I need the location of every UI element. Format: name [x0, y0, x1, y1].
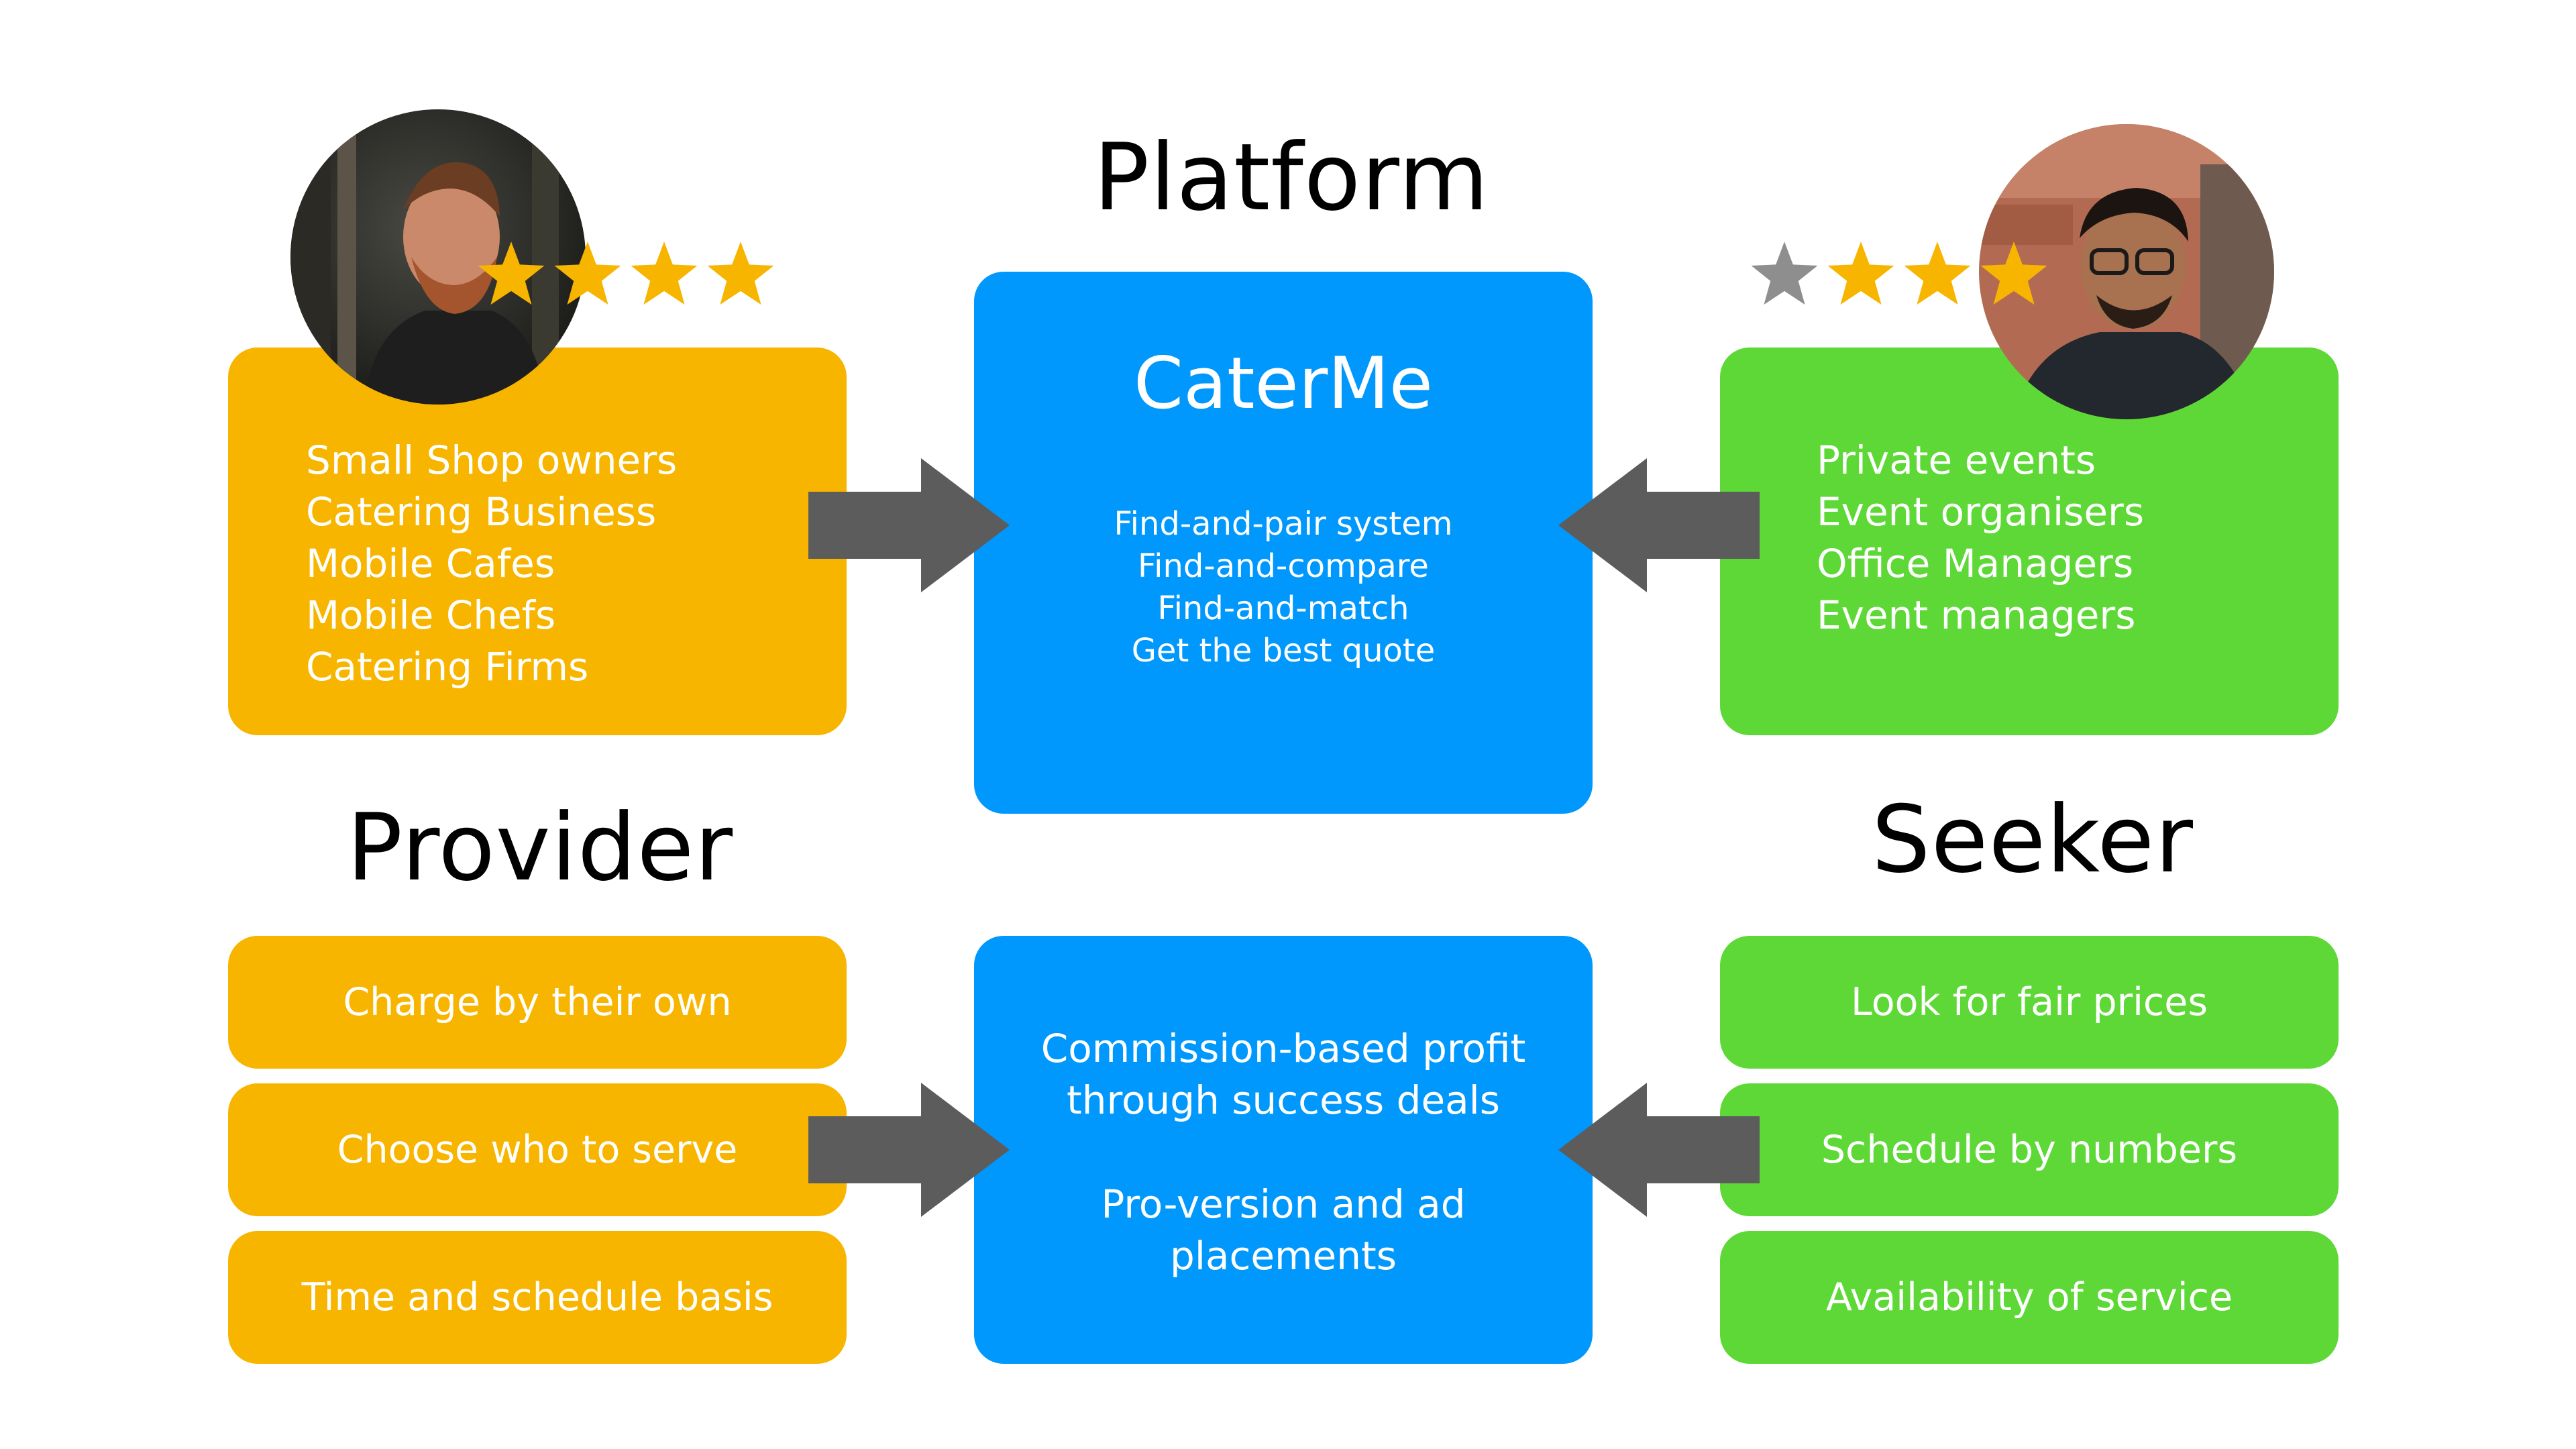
list-item: Mobile Chefs	[306, 592, 556, 638]
pill-label: Look for fair prices	[1850, 980, 2208, 1024]
seeker-to-platform-arrow	[1558, 458, 1760, 592]
list-item: Catering Business	[306, 489, 657, 535]
platform-name: CaterMe	[1134, 342, 1433, 425]
seeker-benefit-pill: Look for fair prices	[1720, 936, 2339, 1069]
provider-benefit-pill: Charge by their own	[228, 936, 847, 1069]
list-item: Small Shop owners	[306, 437, 678, 483]
provider-rating-stars	[476, 240, 782, 310]
provider-to-revenue-arrow	[808, 1083, 1010, 1217]
star-filled-icon	[1827, 241, 1894, 305]
list-item: Get the best quote	[1131, 632, 1436, 669]
seeker-rating-stars	[1750, 240, 2055, 310]
star-filled-icon	[707, 241, 774, 305]
pill-label: Availability of service	[1825, 1275, 2233, 1320]
revenue-commission: Commission-based profit through success …	[1040, 1026, 1526, 1123]
seeker-benefit-pill: Schedule by numbers	[1720, 1083, 2339, 1216]
star-filled-icon	[554, 241, 621, 305]
pill-label: Time and schedule basis	[301, 1275, 773, 1320]
list-item: Mobile Cafes	[306, 541, 555, 586]
list-item: Event organisers	[1817, 489, 2145, 535]
list-item: Private events	[1817, 437, 2096, 483]
platform-revenue-box: Commission-based profit through success …	[974, 936, 1593, 1364]
seeker-types-box: Private events Event organisers Office M…	[1720, 347, 2339, 735]
platform-heading: Platform	[1093, 123, 1489, 231]
list-item: Find-and-match	[1157, 590, 1409, 627]
platform-features-list: Find-and-pair system Find-and-compare Fi…	[974, 503, 1593, 672]
star-filled-icon	[631, 241, 698, 305]
provider-heading: Provider	[346, 794, 734, 902]
platform-box: CaterMe Find-and-pair system Find-and-co…	[974, 272, 1593, 814]
seeker-types-list: Private events Event organisers Office M…	[1817, 435, 2144, 641]
seeker-benefit-pill: Availability of service	[1720, 1231, 2339, 1364]
star-filled-icon	[1980, 241, 2047, 305]
provider-benefit-pill: Choose who to serve	[228, 1083, 847, 1216]
seeker-heading: Seeker	[1871, 786, 2194, 894]
star-filled-icon	[478, 241, 545, 305]
pill-label: Schedule by numbers	[1821, 1128, 2238, 1172]
list-item: Find-and-pair system	[1114, 505, 1453, 543]
provider-to-platform-arrow	[808, 458, 1010, 592]
revenue-pro-version: Pro-version and ad placements	[1101, 1181, 1466, 1279]
list-item: Catering Firms	[306, 644, 589, 690]
star-empty-icon	[1751, 241, 1818, 305]
list-item: Event managers	[1817, 592, 2136, 638]
list-item: Office Managers	[1817, 541, 2134, 586]
list-item: Find-and-compare	[1138, 547, 1429, 585]
seeker-to-revenue-arrow	[1558, 1083, 1760, 1217]
star-filled-icon	[1904, 241, 1971, 305]
pill-label: Choose who to serve	[337, 1128, 738, 1172]
pill-label: Charge by their own	[343, 980, 732, 1024]
provider-benefit-pill: Time and schedule basis	[228, 1231, 847, 1364]
provider-types-list: Small Shop owners Catering Business Mobi…	[306, 435, 677, 693]
provider-types-box: Small Shop owners Catering Business Mobi…	[228, 347, 847, 735]
